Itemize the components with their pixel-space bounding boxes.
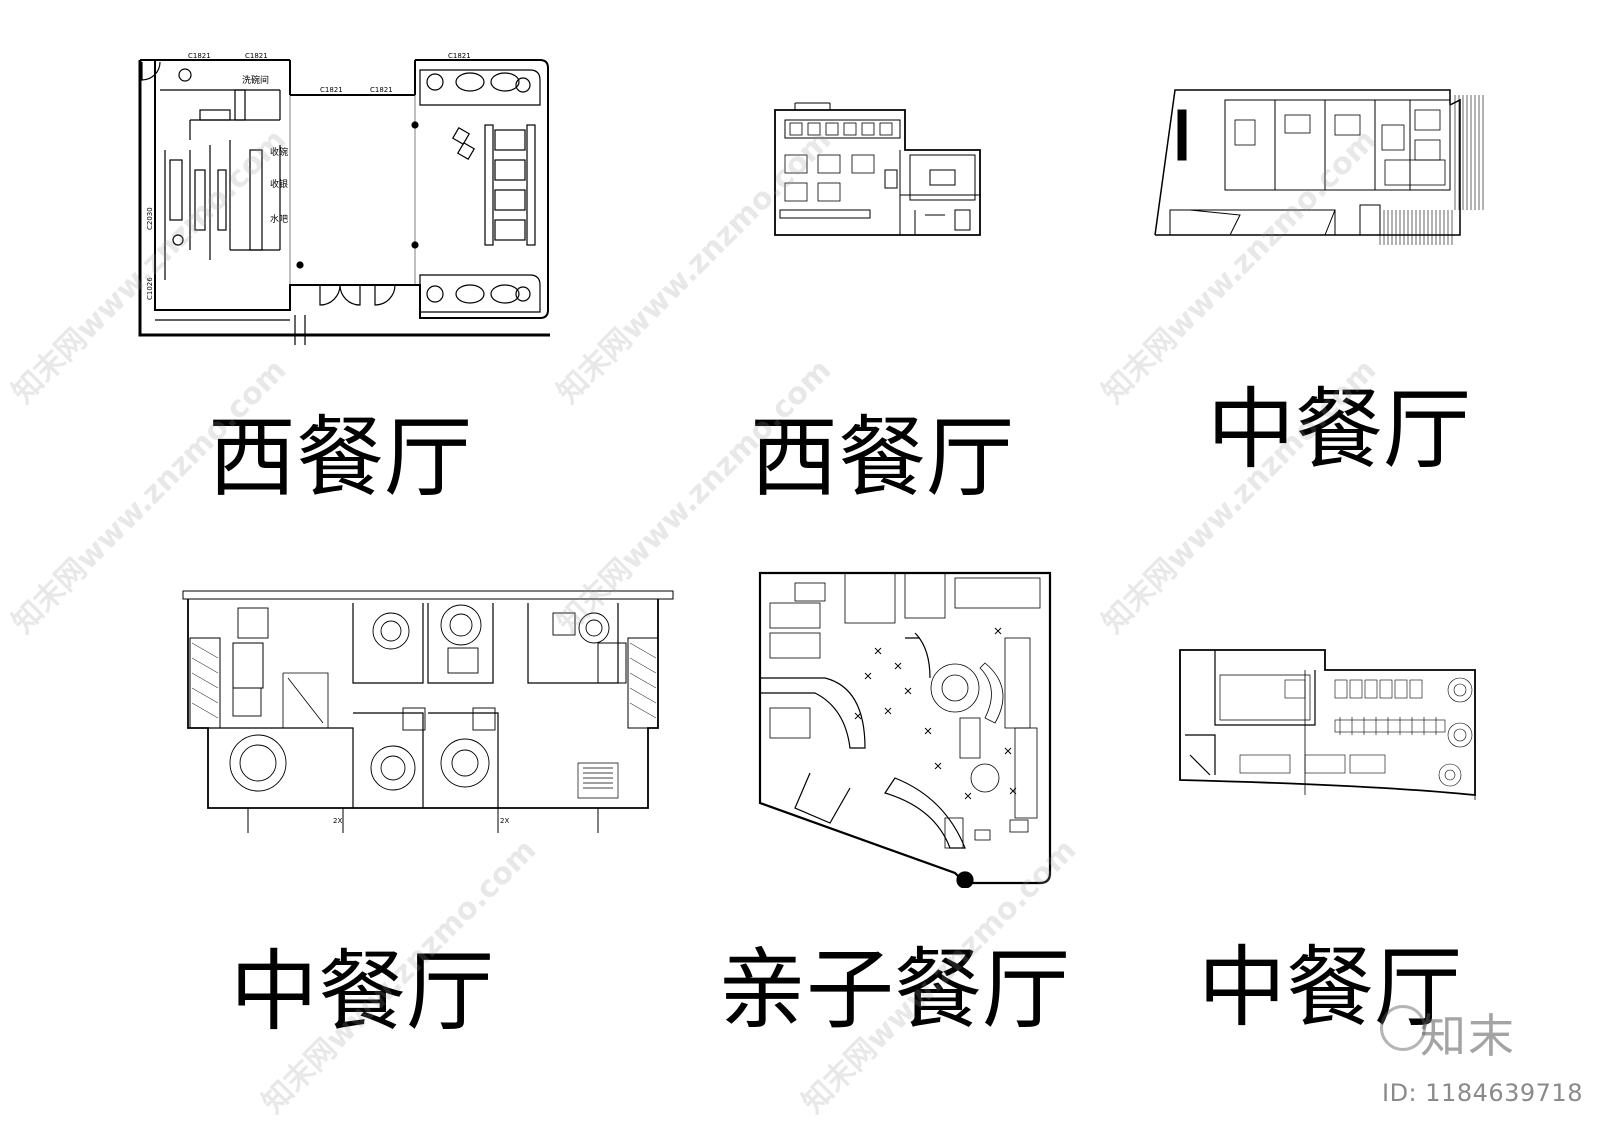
plan-6-drawing xyxy=(1179,649,1476,800)
floor-plan-western-restaurant-1: 洗碗间 收碗 收银 水吧 C1821 C1821 C1821 C1821 C18… xyxy=(130,50,560,350)
plan1-room-label-dishwash: 洗碗间 xyxy=(242,74,269,86)
caption-plan-1: 西餐厅 xyxy=(208,406,473,509)
plan1-door-label: C1821 xyxy=(188,52,211,60)
caption-plan-5: 亲子餐厅 xyxy=(718,938,1071,1041)
plan-3-drawing xyxy=(1154,89,1484,245)
floor-plan-chinese-restaurant-2: 2X 2X xyxy=(178,583,678,833)
floor-plan-western-restaurant-2 xyxy=(770,95,985,245)
floor-plan-chinese-restaurant-3 xyxy=(1175,645,1495,800)
plan1-door-label: C1821 xyxy=(320,86,343,94)
brand-logo-icon xyxy=(1380,1005,1426,1051)
plan1-side-label: C1026 xyxy=(146,277,154,300)
caption-plan-4: 中餐厅 xyxy=(230,940,495,1043)
plan4-dim-label: 2X xyxy=(333,817,342,825)
image-id: ID: 1184639718 xyxy=(1382,1079,1583,1107)
plan-1-drawing: 洗碗间 收碗 收银 水吧 C1821 C1821 C1821 C1821 C18… xyxy=(138,52,550,345)
brand-logo: 知末 xyxy=(1420,1009,1516,1063)
floor-plan-family-restaurant xyxy=(755,568,1055,888)
caption-plan-3: 中餐厅 xyxy=(1207,378,1472,481)
plan-4-drawing: 2X 2X xyxy=(182,590,674,833)
plan1-room-label-collect: 收碗 xyxy=(270,146,288,158)
plan1-door-label: C1821 xyxy=(370,86,393,94)
plan1-side-label: C2030 xyxy=(146,207,154,230)
floor-plan-chinese-restaurant-1 xyxy=(1150,85,1495,250)
plan-5-drawing xyxy=(758,571,1052,888)
caption-plan-2: 西餐厅 xyxy=(750,406,1015,509)
plan1-door-label: C1821 xyxy=(245,52,268,60)
plan1-room-label-bar: 水吧 xyxy=(270,213,288,225)
plan1-room-label-cashier: 收银 xyxy=(270,178,288,190)
plan4-dim-label: 2X xyxy=(500,817,509,825)
plan1-door-label: C1821 xyxy=(448,52,471,60)
plan-2-drawing xyxy=(774,102,981,236)
